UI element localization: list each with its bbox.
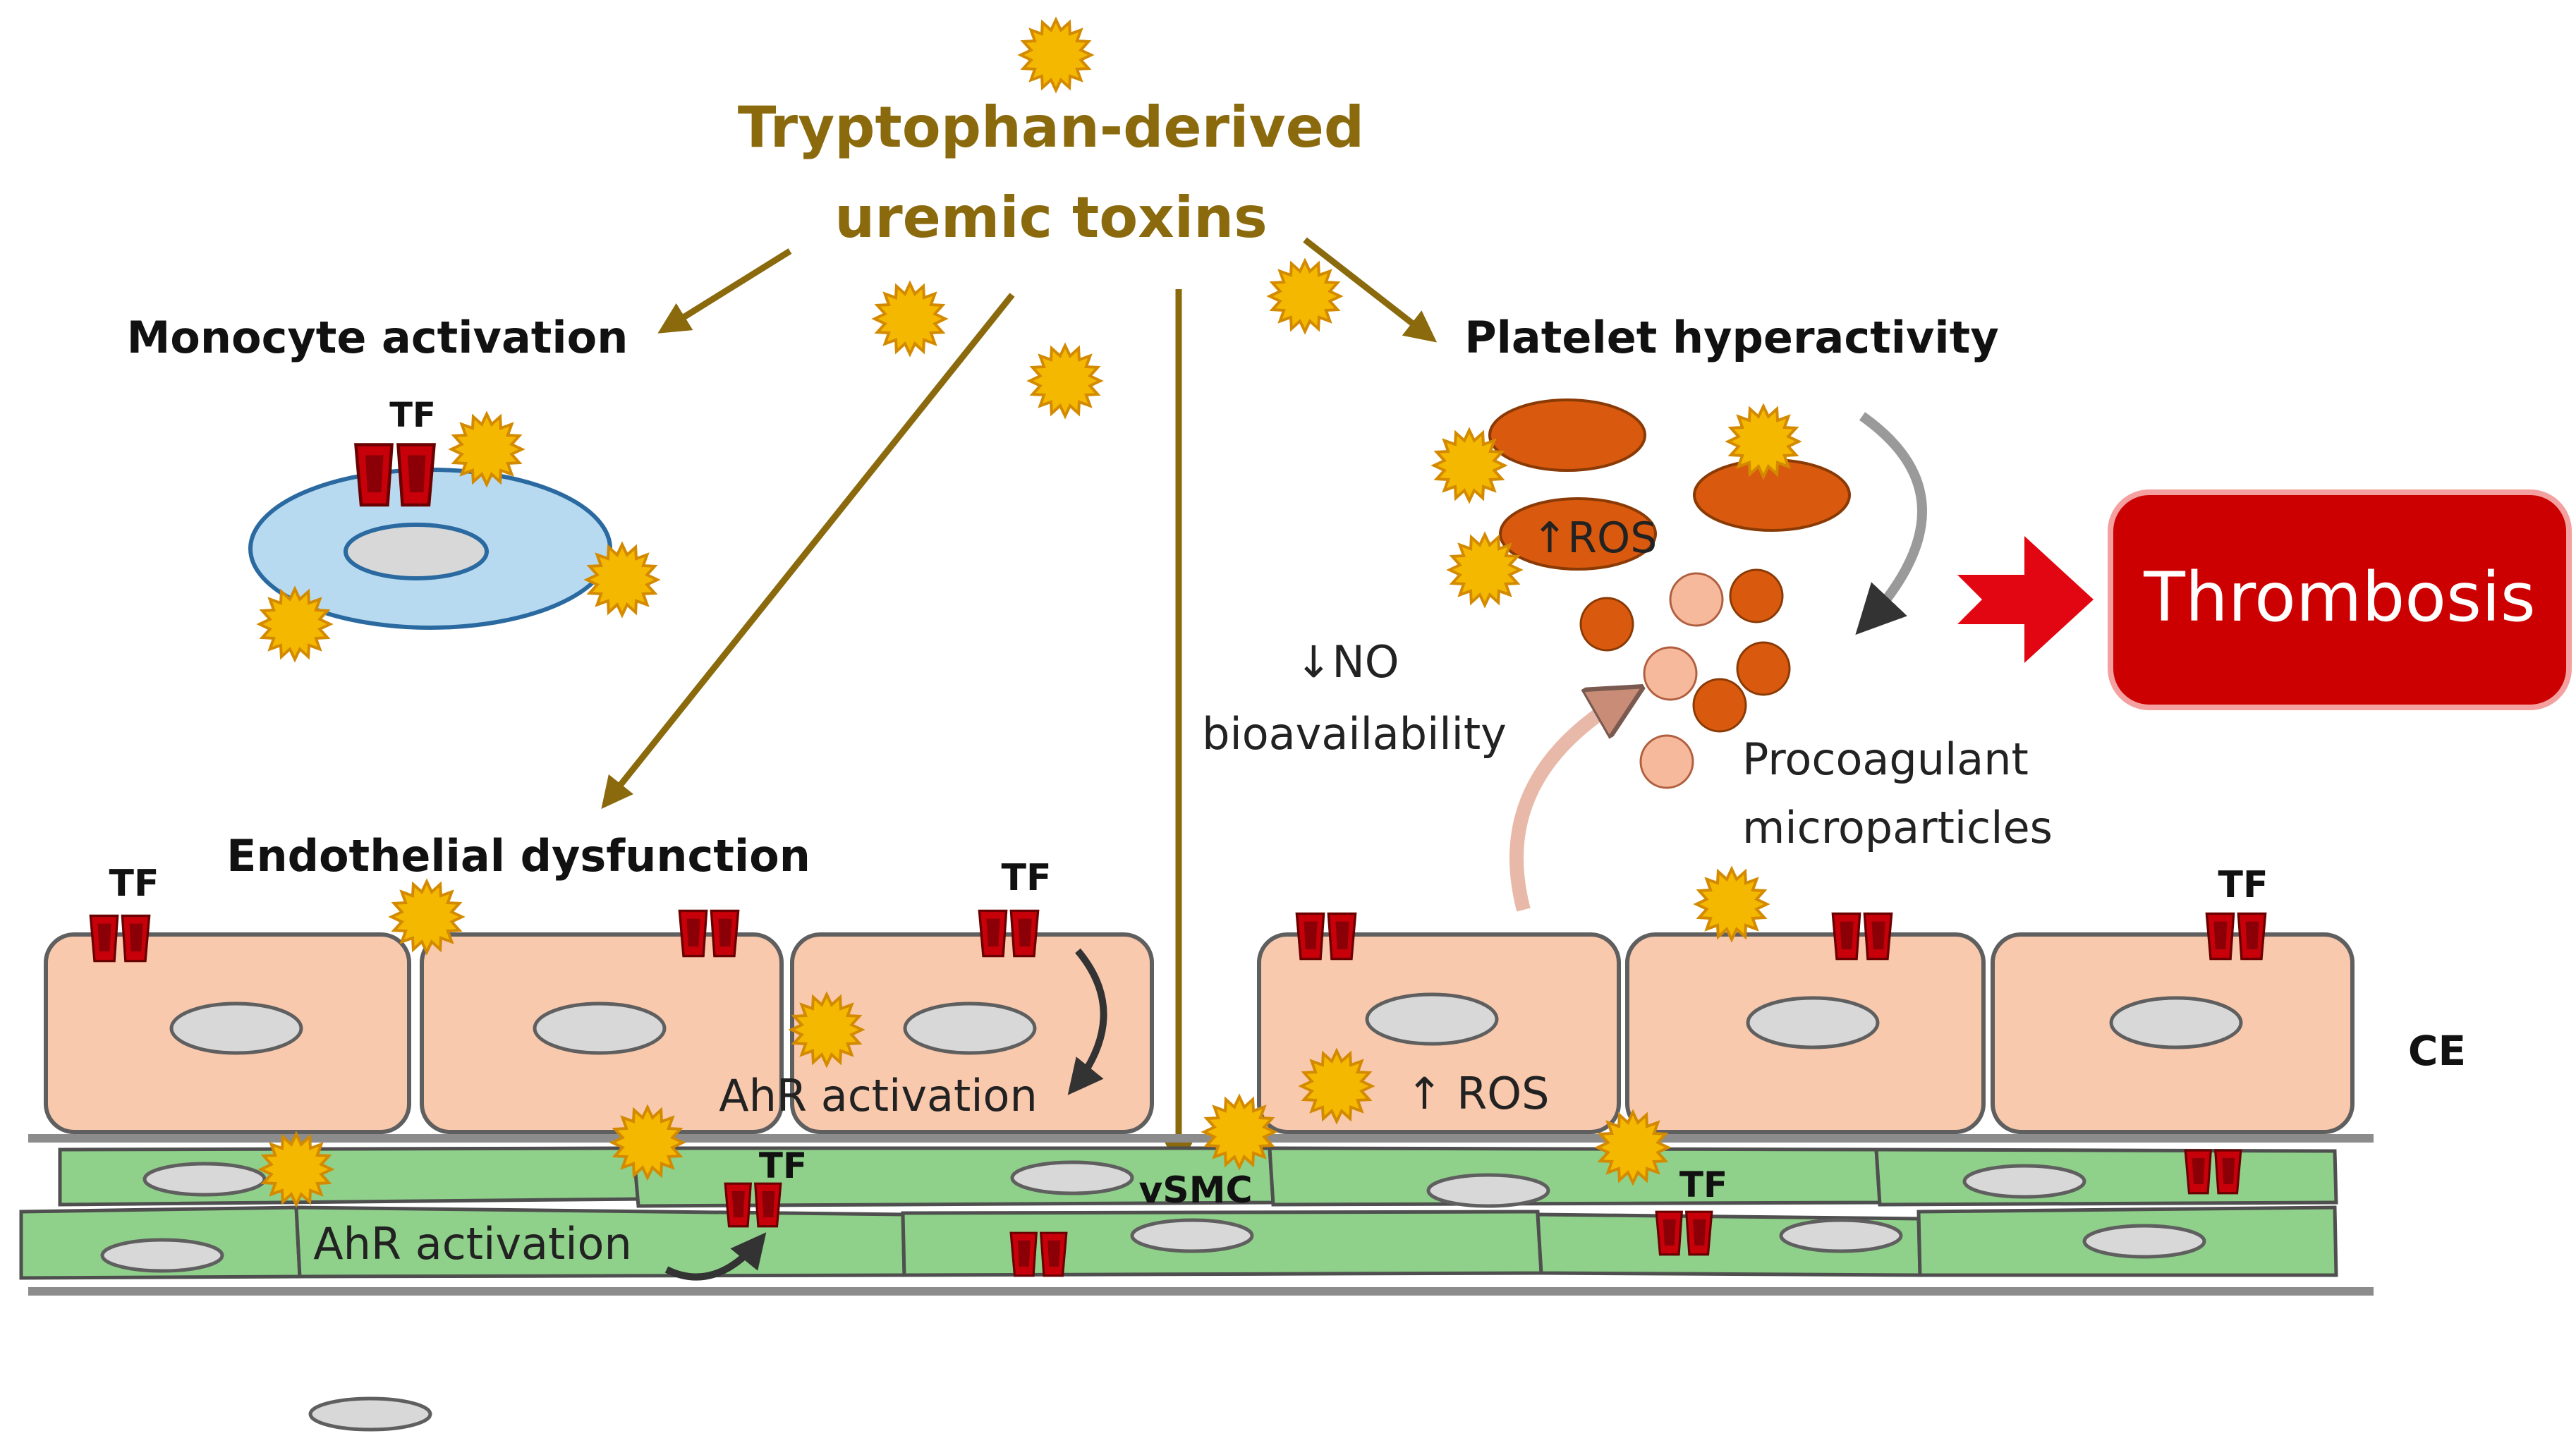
toxin-star-icon — [1693, 865, 1770, 943]
toxin-star-icon — [583, 541, 661, 619]
monocyte-activation-label: Monocyte activation — [127, 312, 628, 363]
toxin-star-icon — [388, 878, 466, 956]
toxin-star-icon — [1266, 257, 1344, 335]
arrow-to-monocyte — [657, 248, 792, 334]
tf-label: TF — [109, 863, 159, 905]
procoagulant-microparticles — [1579, 568, 1791, 789]
no-label-line-1: ↓NO — [1295, 636, 1399, 688]
curved-arrow-icon — [1067, 948, 1107, 1095]
curved-arrow-icon — [664, 1232, 767, 1281]
toxin-star-icon — [788, 991, 865, 1068]
toxin-star-icon — [871, 280, 949, 358]
procoagulant-label-line-2: microparticles — [1742, 802, 2053, 853]
toxin-star-icon — [1430, 427, 1508, 504]
toxin-star-icon — [256, 585, 334, 663]
ahr-activation-smc: AhR activation — [313, 1218, 632, 1270]
tf-label: TF — [389, 396, 436, 435]
toxin-star-icon — [448, 410, 525, 488]
toxin-star-icon — [609, 1104, 686, 1181]
toxin-star-icon — [257, 1131, 335, 1208]
vsmc-nuclei — [100, 1160, 2206, 1273]
curved-arrow-icon — [1855, 412, 1927, 635]
block-arrow-icon — [1957, 536, 2094, 663]
procoagulant-label-line-1: Procoagulant — [1742, 733, 2029, 785]
toxin-star-icon — [1725, 403, 1802, 480]
endothelial-dysfunction-label: Endothelial dysfunction — [226, 830, 810, 882]
free-nucleus — [308, 1396, 432, 1432]
tf-label: TF — [1002, 857, 1052, 899]
uremic-toxin-stars — [256, 16, 1802, 1208]
thrombosis-box — [2108, 489, 2572, 710]
title-line-1: Tryptophan-derived — [738, 95, 1364, 160]
toxin-star-icon — [1017, 16, 1095, 94]
tf-label: TF — [2218, 864, 2268, 906]
endothelial-ros-label: ↑ ROS — [1407, 1068, 1550, 1119]
thrombosis-label: Thrombosis — [2143, 558, 2535, 637]
toxin-star-icon — [1201, 1093, 1278, 1171]
curved-arrow-icon — [1509, 695, 1629, 912]
ce-label: CE — [2408, 1027, 2466, 1075]
toxin-star-icon — [1026, 342, 1104, 420]
no-label-line-2: bioavailability — [1202, 708, 1507, 760]
platelet-ros-label: ↑ROS — [1532, 513, 1657, 563]
tf-label: TF — [759, 1145, 807, 1186]
toxin-star-icon — [1446, 531, 1524, 609]
endothelial-cells — [44, 932, 2355, 1134]
endothelial-nuclei — [169, 992, 2243, 1055]
ahr-activation-endothelial: AhR activation — [719, 1070, 1038, 1121]
title-line-2: uremic toxins — [834, 185, 1268, 250]
tf-label: TF — [1679, 1164, 1727, 1205]
arrow-to-endothelium — [601, 293, 1015, 810]
toxin-star-icon — [1298, 1047, 1375, 1125]
vsmc-label: vSMC — [1138, 1169, 1252, 1212]
arrow-to-platelet — [1303, 237, 1438, 343]
toxin-star-icon — [1594, 1109, 1672, 1186]
platelet-hyperactivity-label: Platelet hyperactivity — [1464, 312, 1999, 363]
